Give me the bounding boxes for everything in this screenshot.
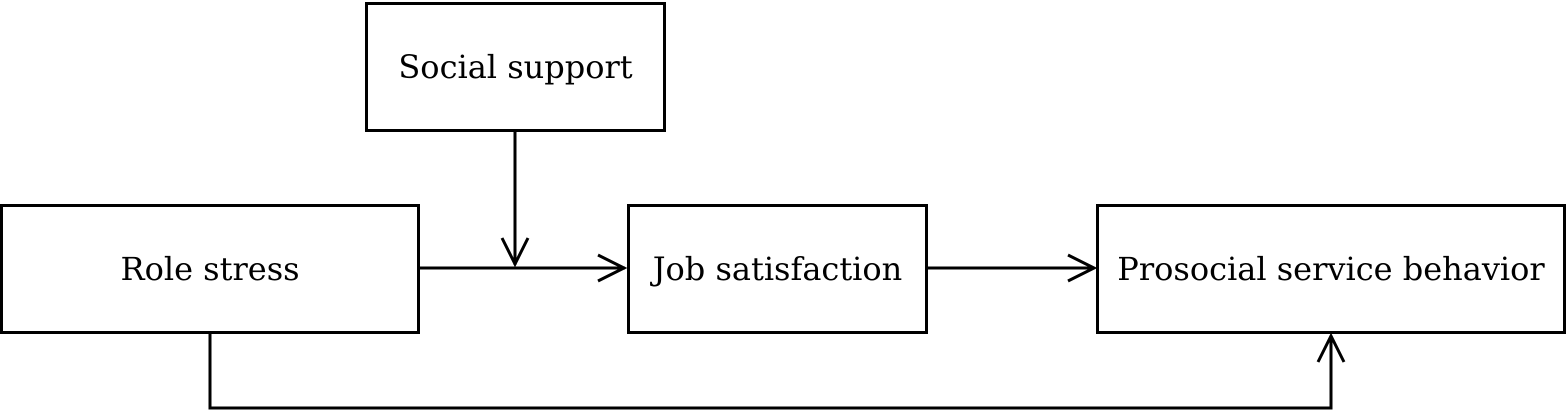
node-social-support-label: Social support bbox=[398, 48, 633, 86]
edge-role-stress-to-prosocial bbox=[208, 334, 1333, 410]
arrowhead-role-stress-to-prosocial bbox=[1316, 332, 1346, 363]
node-role-stress: Role stress bbox=[0, 204, 420, 334]
node-job-satisfaction: Job satisfaction bbox=[627, 204, 928, 334]
node-prosocial-service-behavior: Prosocial service behavior bbox=[1096, 204, 1566, 334]
node-prosocial-service-behavior-label: Prosocial service behavior bbox=[1117, 250, 1545, 288]
node-role-stress-label: Role stress bbox=[120, 250, 300, 288]
arrowhead-social-support-moderation bbox=[500, 237, 530, 268]
arrowhead-role-stress-to-job-satisfaction bbox=[597, 253, 628, 283]
node-job-satisfaction-label: Job satisfaction bbox=[652, 250, 903, 288]
arrowhead-job-satisfaction-to-prosocial bbox=[1067, 253, 1098, 283]
node-social-support: Social support bbox=[365, 2, 666, 132]
